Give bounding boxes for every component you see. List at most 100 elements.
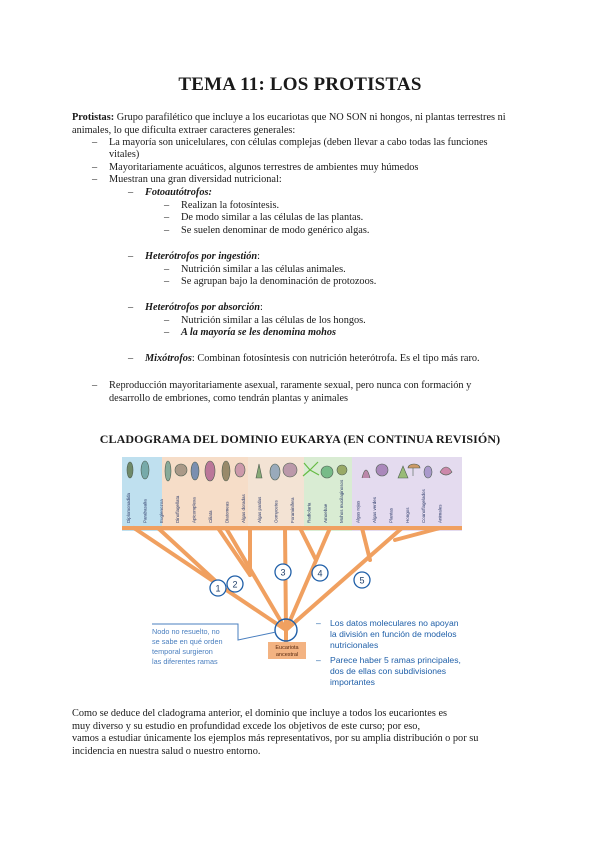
plantas-illustration xyxy=(397,465,409,479)
hongos-illustration xyxy=(407,463,421,476)
note-line: se sabe en qué orden xyxy=(152,637,223,646)
diplomonadida-illustration xyxy=(126,461,134,479)
animales-illustration xyxy=(439,466,453,476)
fotoautotrofos-item: Se suelen denominar de modo genérico alg… xyxy=(181,225,370,236)
outro-line: incidencia en nuestra salud o nuestro en… xyxy=(72,746,261,757)
taxon-label: Parabasalia xyxy=(142,499,147,523)
taxon-label: Radiolaria xyxy=(306,502,311,523)
bullet-item: La mayoría son unicelulares, con células… xyxy=(109,137,488,148)
reproduccion-line-continued: desarrollo de embriones, como tendrán pl… xyxy=(109,393,349,404)
cladogram-branches xyxy=(132,526,442,646)
sub-sub-dash: – xyxy=(164,315,170,326)
mixotrofos-line: Mixótrofos: Combinan fotosíntesis con nu… xyxy=(145,353,480,366)
mixotrofos-title: Mixótrofos xyxy=(145,353,192,364)
root-box xyxy=(268,642,306,659)
taxa-labels: Diplomonadida Parabasalia Euglenozoa Dinofl… xyxy=(126,479,443,523)
taxon-label: Animales xyxy=(438,504,443,523)
taxon-label: Oomycetes xyxy=(274,499,279,523)
node-1-circle xyxy=(209,579,227,597)
branch xyxy=(156,526,224,589)
sub-sub-dash: – xyxy=(164,327,170,338)
node-4-circle xyxy=(311,564,329,582)
node-2-label: 2 xyxy=(232,580,237,590)
taxon-label: Diplomonadida xyxy=(126,492,131,523)
absorcion-item: Nutrición similar a las células de los h… xyxy=(181,315,366,326)
algas-pardas-illustration xyxy=(255,463,263,479)
absorcion-item-mohos: A la mayoría se les denomina mohos xyxy=(181,327,337,338)
taxon-label: Foraminífera xyxy=(290,497,295,523)
algas-verdes-illustration xyxy=(375,463,389,477)
taxon-label: Mohos mucilaginosos xyxy=(339,479,344,523)
taxon-label: Algas verdes xyxy=(372,496,377,523)
taxon-label: Amoebae xyxy=(323,503,328,523)
sub-sub-dash: – xyxy=(164,264,170,275)
taxon-label: Algas rojas xyxy=(356,500,361,523)
note-line: importantes xyxy=(330,677,375,687)
node-5-circle xyxy=(353,571,371,589)
ingestion-colon: : xyxy=(257,251,261,262)
taxon-label: Dinoflagellata xyxy=(175,495,180,523)
sub-sub-dash: – xyxy=(164,225,170,236)
note-connector xyxy=(152,623,277,641)
sub-bullet-dash: – xyxy=(128,302,134,313)
note-dash: – xyxy=(316,618,321,628)
fotoautotrofos-item: Realizan la fotosíntesis. xyxy=(181,200,280,211)
root-label-line2: ancestral xyxy=(276,652,298,658)
cladogram-nodes: 1 2 3 4 5 xyxy=(209,563,371,642)
radiolaria-illustration xyxy=(302,461,320,477)
absorcion-heading: Heterótrofos por absorción: xyxy=(145,302,263,315)
reproduccion-line: Reproducción mayoritariamente asexual, r… xyxy=(109,380,472,391)
taxon-label: Ciliata xyxy=(208,510,213,523)
bullet-dash: – xyxy=(92,380,98,391)
bullet-dash: – xyxy=(92,174,98,185)
note-dash: – xyxy=(316,655,321,665)
ingestion-title: Heterótrofos por ingestión xyxy=(145,251,258,262)
taxon-label: Apicomplexa xyxy=(192,497,197,523)
sub-bullet-dash: – xyxy=(128,251,134,262)
apicomplexa-illustration xyxy=(190,461,200,481)
taxon-label: Hongos xyxy=(405,507,410,523)
sub-sub-dash: – xyxy=(164,212,170,223)
node-5-label: 5 xyxy=(359,576,364,586)
note-line: Nodo no resuelto, no xyxy=(152,627,220,636)
note-line: dos de ellas con subdivisiones xyxy=(330,666,446,676)
branch xyxy=(132,526,288,632)
cladogram-title: CLADOGRAMA DEL DOMINIO EUKARYA (EN CONTI… xyxy=(99,432,501,446)
bullet-item-continued: vitales) xyxy=(109,149,140,160)
mohos-mucilaginosos-illustration xyxy=(336,464,348,476)
bullet-item: Mayoritariamente acuáticos, algunos terr… xyxy=(109,162,419,173)
intro-paragraph: Protistas: Grupo parafilético que incluy… xyxy=(72,112,532,137)
amoebae-illustration xyxy=(320,465,334,479)
ingestion-heading: Heterótrofos por ingestión: xyxy=(145,251,260,264)
branch xyxy=(298,526,318,562)
bullet-dash: – xyxy=(92,162,98,173)
oomycetes-illustration xyxy=(269,463,281,481)
diatomeas-illustration xyxy=(221,460,231,482)
intro-text: Grupo parafilético que incluye a los euc… xyxy=(72,112,506,136)
sub-sub-dash: – xyxy=(164,200,170,211)
taxon-label: Diatomeas xyxy=(224,501,229,523)
branch xyxy=(216,526,252,577)
bullet-item: Muestran una gran diversidad nutricional… xyxy=(109,174,282,185)
mixotrofos-text: : Combinan fotosíntesis con nutrición he… xyxy=(191,353,480,364)
note-line: la división en función de modelos xyxy=(330,629,457,639)
organism-illustrations xyxy=(126,460,453,482)
intro-label: Protistas: xyxy=(72,112,115,123)
sub-sub-dash: – xyxy=(164,276,170,287)
tips-baseline xyxy=(122,526,462,530)
algas-rojas-illustration xyxy=(361,469,371,479)
taxon-label: Euglenozoa xyxy=(159,499,164,523)
unresolved-node-circle xyxy=(274,618,298,642)
note-line: las diferentes ramas xyxy=(152,657,218,666)
branch xyxy=(284,526,404,632)
parabasalia-illustration xyxy=(140,460,150,480)
dinoflagellata-illustration xyxy=(174,463,188,477)
note-line: nutricionales xyxy=(330,640,378,650)
ingestion-item: Se agrupan bajo la denominación de proto… xyxy=(181,276,377,287)
branch xyxy=(360,526,372,562)
branch-tips xyxy=(122,526,462,530)
euglenozoa-illustration xyxy=(164,460,172,482)
taxon-label: Algas pardas xyxy=(257,496,262,523)
page-title: TEMA 11: LOS PROTISTAS xyxy=(178,74,422,95)
